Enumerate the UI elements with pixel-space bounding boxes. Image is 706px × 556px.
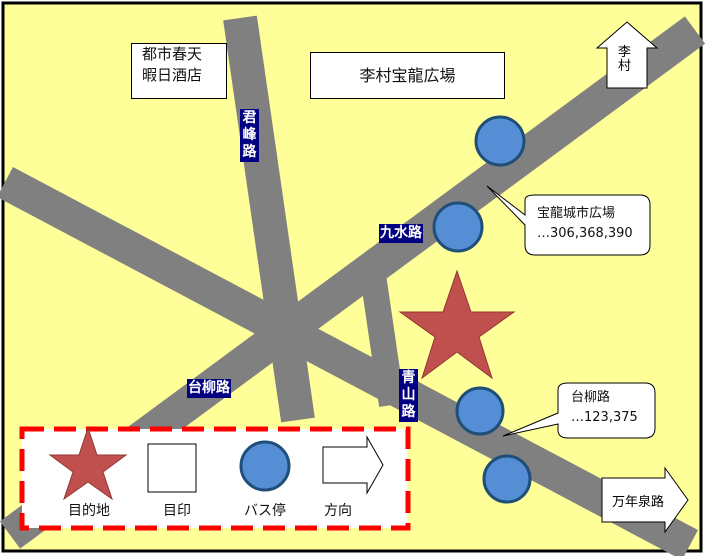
- hotel-name-line1: 都市春天: [142, 45, 203, 63]
- legend-bus-stop-icon: [239, 440, 291, 492]
- bus-stop-icon[interactable]: [474, 115, 526, 167]
- callout-routes: …123,375: [571, 410, 638, 425]
- road-junfeng: [223, 15, 315, 423]
- callout-tailiu: 台柳路 …123,375: [571, 388, 638, 428]
- hotel-label: 都市春天 暇日酒店: [131, 43, 227, 99]
- road-label-tailiu: 台柳路: [187, 379, 231, 398]
- callout-title: 台柳路: [571, 390, 611, 405]
- road-label-jiushui: 九水路: [379, 224, 423, 243]
- licun-arrow-icon: [595, 21, 659, 89]
- road-label-licun: 李村: [618, 45, 632, 74]
- callout-baolong: 宝龍城市広場 …306,368,390: [537, 204, 633, 244]
- bus-stop-icon[interactable]: [482, 454, 532, 504]
- callout-routes: …306,368,390: [537, 226, 633, 241]
- legend-star-icon: [48, 426, 128, 501]
- legend-direction-label: 方向: [324, 503, 352, 519]
- callout-bubble: [502, 382, 656, 439]
- legend-direction-arrow-icon: [322, 435, 384, 495]
- legend-landmark-icon: [147, 443, 197, 493]
- callout-title: 宝龍城市広場: [537, 206, 616, 221]
- plaza-label: 李村宝龍広場: [310, 52, 505, 99]
- legend-destination-label: 目的地: [68, 503, 110, 519]
- road-qingshan: [360, 273, 405, 407]
- destination-star-icon: [398, 269, 516, 380]
- bus-stops: [432, 115, 532, 504]
- bus-stop-icon[interactable]: [455, 386, 505, 436]
- road-label-junfeng: 君峰路: [240, 109, 259, 162]
- legend-bus-stop-label: バス停: [244, 503, 286, 519]
- legend-landmark-label: 目印: [163, 503, 191, 519]
- bus-stop-icon[interactable]: [432, 201, 484, 253]
- road-tailiu: [0, 166, 698, 556]
- callout-bubble: [486, 185, 651, 256]
- wannianquan-arrow-icon: [601, 466, 689, 534]
- road-label-wannianquan: 万年泉路: [612, 495, 665, 510]
- road-label-qingshan: 青山路: [399, 369, 418, 422]
- hotel-name-line2: 暇日酒店: [142, 66, 203, 84]
